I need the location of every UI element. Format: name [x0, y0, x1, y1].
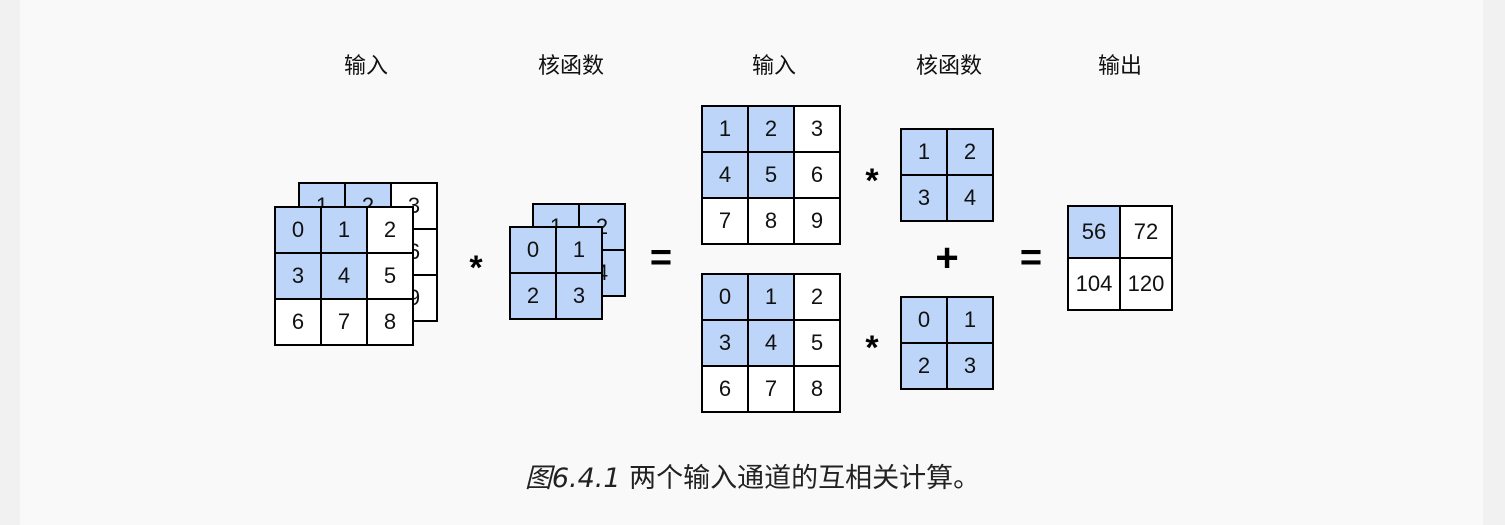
kernel-bottom-cell-1-1: 3 [946, 342, 994, 390]
output-cell-0-0: 56 [1067, 205, 1121, 259]
input-top-cell-1-2: 6 [793, 151, 841, 199]
kernel-top-cell-0-0: 1 [900, 128, 948, 176]
equals-operator: = [649, 237, 673, 279]
input-front-cell-1-0: 3 [274, 252, 322, 300]
input-bottom-cell-2-1: 7 [747, 365, 795, 413]
input-top-cell-0-1: 2 [747, 105, 795, 153]
multiply-operator: * [469, 249, 483, 287]
input-bottom-cell-0-1: 1 [747, 273, 795, 321]
input-top-cell-0-2: 3 [793, 105, 841, 153]
input-bottom-cell-1-0: 3 [701, 319, 749, 367]
input-bottom-cell-0-0: 0 [701, 273, 749, 321]
label-output: 输出 [1097, 54, 1143, 79]
input-front-cell-1-2: 5 [366, 252, 414, 300]
label-input-1: 输入 [343, 54, 389, 79]
input-front-cell-1-1: 4 [320, 252, 368, 300]
input-bottom-cell-1-2: 5 [793, 319, 841, 367]
figure-caption: 图6.4.1 两个输入通道的互相关计算。 [0, 456, 1505, 495]
input-front-cell-2-0: 6 [274, 298, 322, 346]
kernel-top-cell-1-1: 4 [946, 174, 994, 222]
figure-number: 图6.4.1 [524, 463, 621, 494]
kernel-top-cell-0-1: 2 [946, 128, 994, 176]
left-margin [0, 0, 20, 525]
kernel-top-cell-1-0: 3 [900, 174, 948, 222]
output-cell-1-1: 120 [1119, 257, 1173, 311]
input-bottom-cell-1-1: 4 [747, 319, 795, 367]
input-front-cell-2-1: 7 [320, 298, 368, 346]
kernel-front-cell-0-0: 0 [509, 226, 557, 274]
input-top-cell-0-0: 1 [701, 105, 749, 153]
kernel-front-cell-1-0: 2 [509, 272, 557, 320]
input-bottom-cell-2-2: 8 [793, 365, 841, 413]
caption-text: 两个输入通道的互相关计算。 [629, 463, 981, 494]
multiply-operator-bottom: * [865, 329, 879, 367]
kernel-front-cell-1-1: 3 [555, 272, 603, 320]
input-front-cell-2-2: 8 [366, 298, 414, 346]
input-bottom-cell-2-0: 6 [701, 365, 749, 413]
equals-operator-result: = [1019, 237, 1043, 279]
input-front-cell-0-2: 2 [366, 206, 414, 254]
input-top-cell-2-2: 9 [793, 197, 841, 245]
label-kernel-1: 核函数 [537, 54, 605, 79]
input-front-cell-0-1: 1 [320, 206, 368, 254]
input-bottom-cell-0-2: 2 [793, 273, 841, 321]
output-cell-0-1: 72 [1119, 205, 1173, 259]
label-kernel-2: 核函数 [915, 54, 983, 79]
input-top-cell-2-1: 8 [747, 197, 795, 245]
input-front-cell-0-0: 0 [274, 206, 322, 254]
kernel-bottom-cell-0-0: 0 [900, 296, 948, 344]
kernel-front-cell-0-1: 1 [555, 226, 603, 274]
input-top-cell-1-0: 4 [701, 151, 749, 199]
multiply-operator-top: * [865, 162, 879, 200]
output-cell-1-0: 104 [1067, 257, 1121, 311]
kernel-bottom-cell-0-1: 1 [946, 296, 994, 344]
input-top-cell-1-1: 5 [747, 151, 795, 199]
label-input-2: 输入 [751, 54, 797, 79]
plus-operator: + [935, 236, 959, 280]
input-top-cell-2-0: 7 [701, 197, 749, 245]
right-margin [1483, 0, 1505, 525]
kernel-bottom-cell-1-0: 2 [900, 342, 948, 390]
